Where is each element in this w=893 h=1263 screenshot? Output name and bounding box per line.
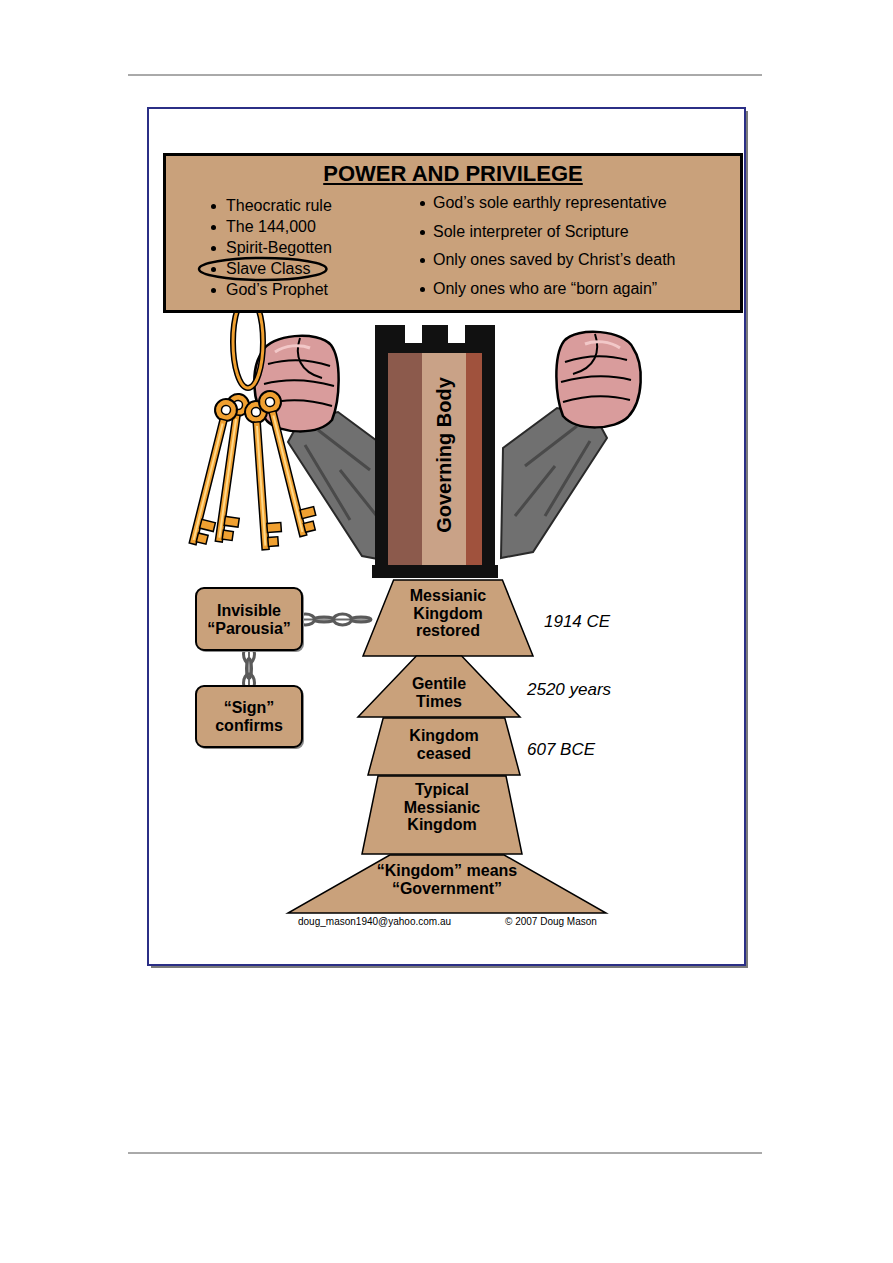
bullet-dot [211,267,216,272]
box-label: Gentile Times [399,675,479,710]
privilege-item: The 144,000 [226,218,316,236]
chain-link [334,614,352,625]
box-label: Invisible “Parousia” [201,602,297,637]
bullet-dot [211,246,216,251]
privilege-item: God’s sole earthly representative [433,194,667,212]
bullet-dot [420,201,425,206]
copyright-note: © 2007 Doug Mason [505,916,597,927]
frame [148,108,745,965]
panel-heading: POWER AND PRIVILEGE [163,161,743,187]
privilege-item: Theocratic rule [226,197,332,215]
bullet-dot [420,230,425,235]
chain-link [351,617,371,622]
privilege-item: Sole interpreter of Scripture [433,223,629,241]
privilege-item: Only ones who are “born again” [433,280,657,298]
pyramid-base: “Kingdom” means “Government” [288,855,606,913]
period-label: 2520 years [527,680,611,700]
right-arm-fist [501,332,641,558]
pyramid-tier: Typical Messianic Kingdom [362,776,522,854]
box-label: “Kingdom” means “Government” [372,862,522,897]
privilege-item: Slave Class [226,260,310,278]
tower-label: Governing Body [433,377,455,533]
bullet-dot [211,288,216,293]
box-label: “Sign” confirms [201,699,297,734]
box-label: Typical Messianic Kingdom [386,781,498,834]
box-label: Kingdom ceased [394,727,494,762]
privilege-item: Only ones saved by Christ’s death [433,251,676,269]
privilege-item: Spirit-Begotten [226,239,332,257]
date-label: 1914 CE [544,612,610,632]
highlight-ellipse [199,258,326,280]
header-rule [128,75,762,76]
privilege-item: God’s Prophet [226,281,328,299]
date-label: 607 BCE [527,740,595,760]
chain-link [314,617,334,622]
author-email: doug_mason1940@yahoo.com.au [298,916,451,927]
keys-icon [182,296,320,550]
pyramid-tier: Kingdom ceased [368,718,520,775]
box-label: Messianic Kingdom restored [392,587,504,640]
privilege-panel: POWER AND PRIVILEGE Theocratic ruleThe 14… [163,153,743,313]
footer-rule [128,1153,762,1154]
bullet-dot [211,204,216,209]
tower-shape: Governing Body [372,325,498,578]
chain-connector [244,645,255,692]
pyramid-tier: Gentile Times [358,656,520,717]
sign-box: “Sign” confirms [195,685,304,749]
bullet-dot [420,287,425,292]
parousia-box: Invisible “Parousia” [195,587,304,652]
bullet-dot [420,258,425,263]
pyramid-tier: Messianic Kingdom restored [363,580,533,656]
chain-connector [297,614,372,625]
bullet-dot [211,225,216,230]
